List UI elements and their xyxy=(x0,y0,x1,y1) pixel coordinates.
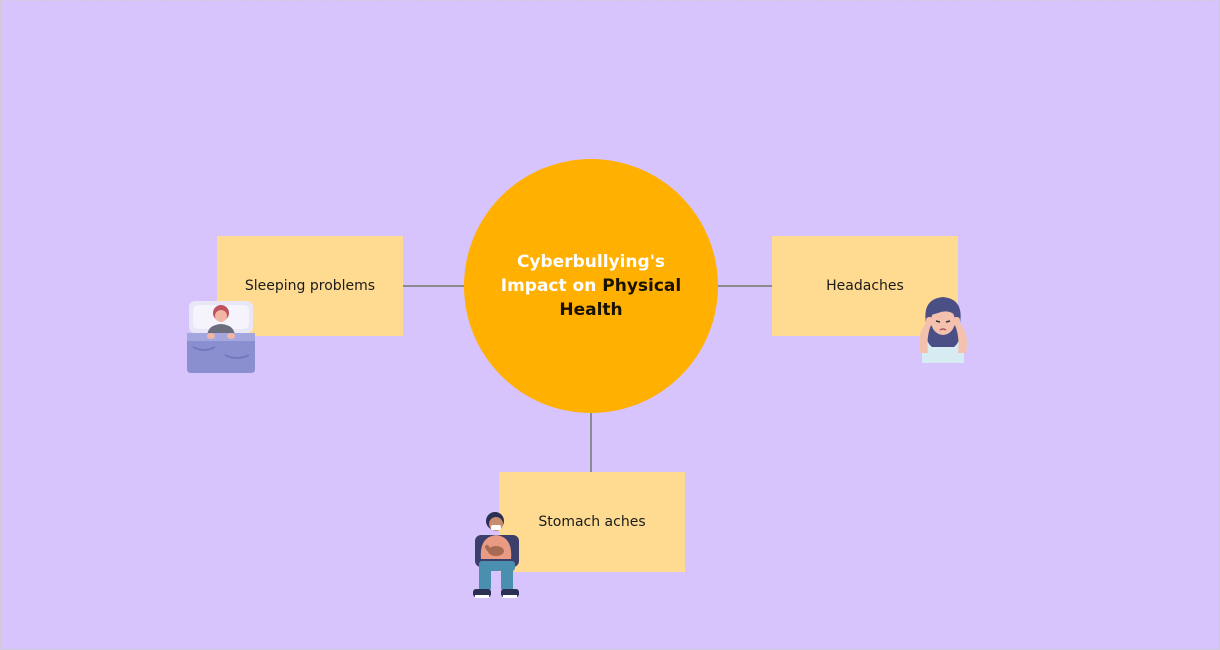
central-topic-circle[interactable]: Cyberbullying's Impact on Physical Healt… xyxy=(464,159,718,413)
branch-stomach-aches[interactable]: Stomach aches xyxy=(499,472,685,572)
branch-headaches-label: Headaches xyxy=(826,278,904,294)
branch-stomach-aches-label: Stomach aches xyxy=(538,514,646,530)
connector-bottom xyxy=(590,413,592,473)
central-topic-line2-start: Impact on xyxy=(500,276,597,296)
central-topic-line3-accent: Health xyxy=(559,300,623,320)
branch-sleeping-problems-label: Sleeping problems xyxy=(244,278,376,294)
central-topic-line2-accent: Physical xyxy=(602,276,682,296)
connector-right xyxy=(718,285,774,287)
central-topic-title: Cyberbullying's Impact on Physical Healt… xyxy=(491,250,691,322)
man-holding-stomach-icon xyxy=(473,512,519,598)
central-topic-line1: Cyberbullying's xyxy=(516,252,666,272)
woman-holding-head-icon xyxy=(919,297,967,363)
person-in-bed-icon xyxy=(187,301,255,373)
connector-left xyxy=(402,285,466,287)
